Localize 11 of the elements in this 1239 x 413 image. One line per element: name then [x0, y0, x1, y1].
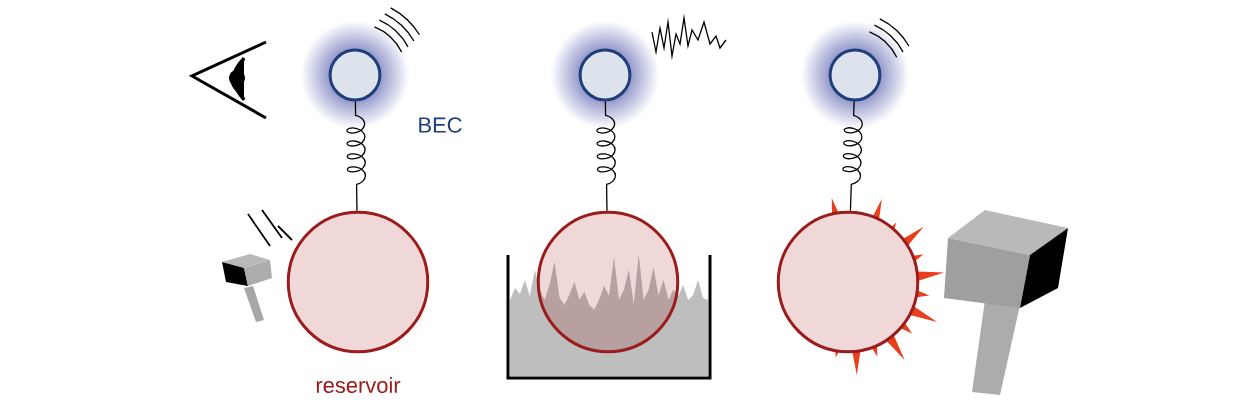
bec-circle [578, 48, 632, 102]
reservoir-circle [536, 210, 680, 354]
spring [346, 100, 367, 212]
spring [842, 100, 863, 212]
bec-circle [328, 48, 382, 102]
reservoir-circle [776, 210, 920, 354]
reservoir-label: reservoir [316, 376, 401, 394]
spring [596, 100, 617, 212]
reservoir-circle [286, 210, 430, 354]
bec-label: BEC [419, 117, 462, 133]
bec-circle [828, 48, 882, 102]
